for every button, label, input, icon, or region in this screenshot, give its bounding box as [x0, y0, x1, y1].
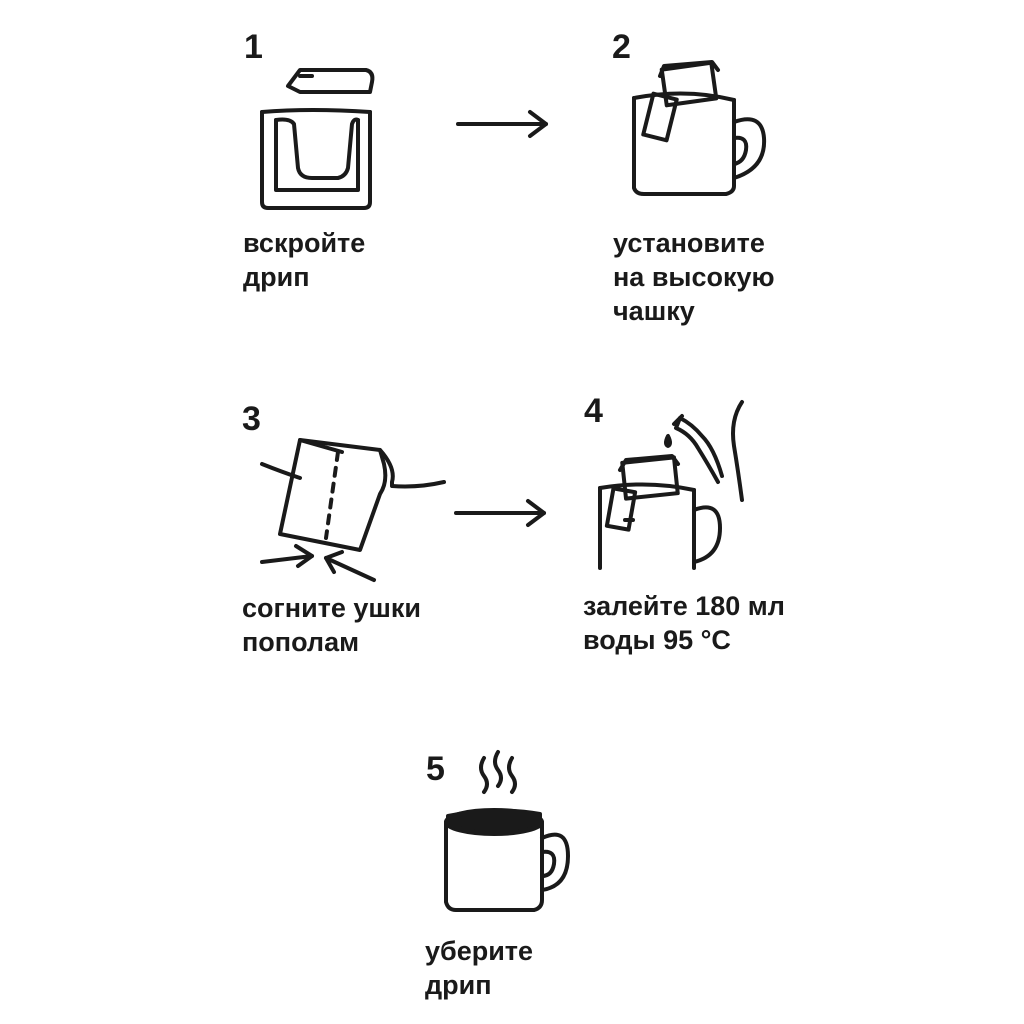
step-4-label-line: воды 95 °С — [583, 625, 731, 655]
arrow-right-icon — [454, 499, 546, 527]
step-3-label-line: согните ушки — [242, 593, 422, 623]
kettle-pour-icon — [598, 400, 744, 570]
step-3-number: 3 — [242, 400, 261, 438]
arrow-right-icon — [456, 110, 548, 138]
step-4-label: залейте 180 мл воды 95 °С — [583, 589, 785, 657]
step-5-number: 5 — [426, 750, 445, 788]
step-5-label-line: уберите — [425, 936, 534, 966]
open-drip-bag-icon — [260, 68, 375, 210]
step-1-label-line: дрип — [243, 262, 310, 292]
step-1-label-line: вскройте — [243, 228, 366, 258]
hot-coffee-mug-icon — [444, 750, 570, 912]
step-2-label-line: установите — [613, 228, 765, 258]
step-4-label-line: залейте 180 мл — [583, 591, 785, 621]
step-2-number: 2 — [612, 28, 631, 66]
step-2-label: установите на высокую чашку — [613, 226, 775, 328]
fold-ears-icon — [260, 438, 446, 582]
step-4-number: 4 — [584, 392, 603, 430]
step-5-label: уберите дрип — [425, 934, 533, 1002]
step-3-label-line: пополам — [242, 627, 360, 657]
step-2-label-line: чашку — [613, 296, 695, 326]
step-2-label-line: на высокую — [613, 262, 775, 292]
step-5-label-line: дрип — [425, 970, 492, 1000]
step-1-label: вскройте дрип — [243, 226, 365, 294]
drip-on-mug-icon — [632, 60, 767, 196]
step-3-label: согните ушки пополам — [242, 591, 421, 659]
step-1-number: 1 — [244, 28, 263, 66]
